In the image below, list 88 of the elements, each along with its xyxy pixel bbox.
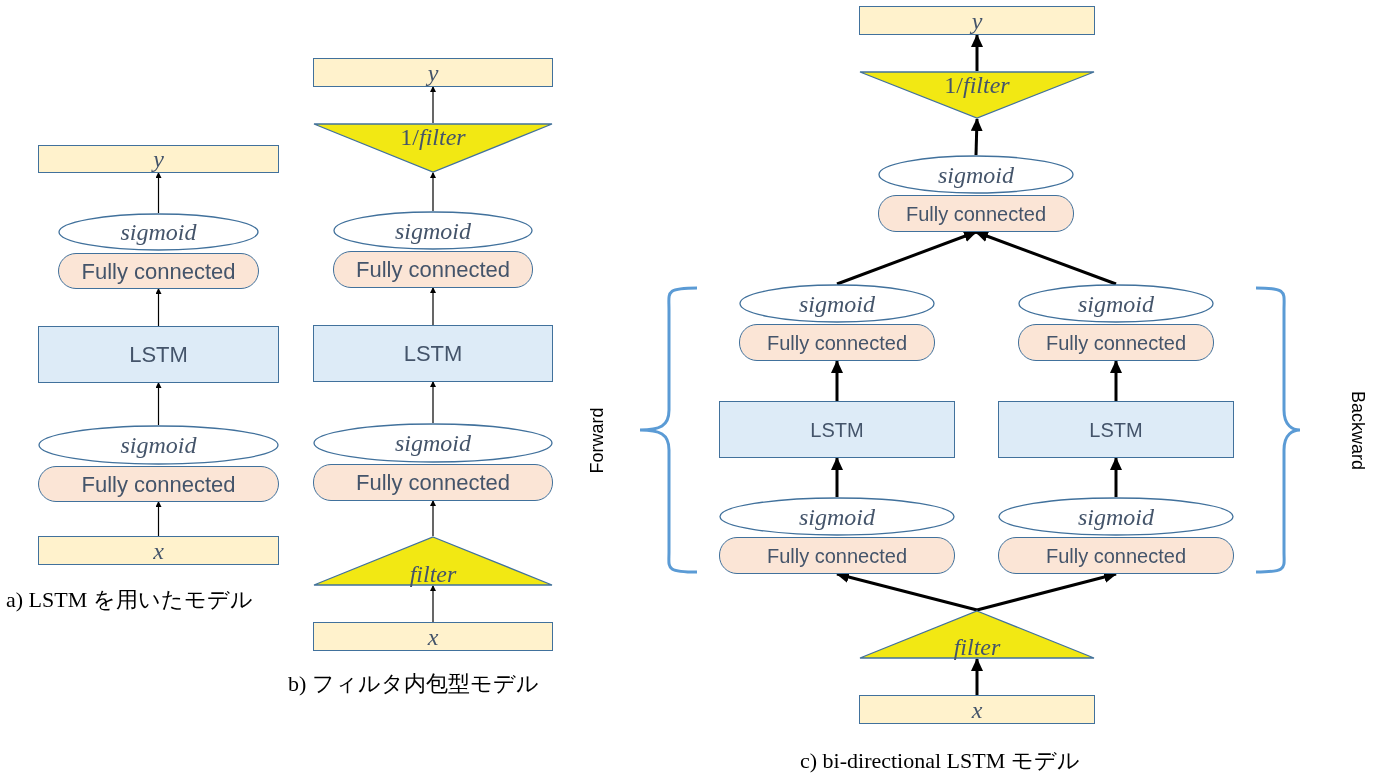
io-box [313, 58, 553, 87]
node-label: x [153, 538, 164, 563]
sigmoid-ellipse [38, 425, 279, 465]
io-box [38, 536, 279, 565]
node-label: filter [409, 562, 457, 586]
io-box [859, 6, 1095, 35]
arrow [975, 230, 1117, 286]
node-label: Fully connected [81, 257, 236, 286]
sigmoid-ellipse [333, 211, 533, 250]
layer-box [313, 464, 553, 501]
arrow [971, 658, 983, 695]
layer-box [58, 253, 259, 289]
io-box [38, 145, 279, 173]
sigmoid-ellipse [998, 497, 1234, 536]
node-label: Fully connected [355, 469, 511, 497]
arrow [155, 172, 162, 214]
caption: b) フィルタ内包型モデル [288, 670, 540, 698]
layer-box [878, 195, 1074, 232]
arrow [1110, 360, 1122, 401]
node-label: sigmoid [1078, 291, 1154, 316]
layer-box [333, 251, 533, 288]
arrow [1110, 457, 1122, 497]
sigmoid-ellipse [1018, 284, 1214, 323]
caption: c) bi-directional LSTM モデル [800, 747, 1081, 775]
arrow [155, 382, 162, 426]
arrow [971, 34, 983, 71]
node-label: Fully connected [905, 201, 1047, 227]
node-label: y [427, 60, 439, 85]
sigmoid-ellipse [313, 423, 553, 463]
node-label: Fully connected [766, 330, 908, 356]
node-label: LSTM [403, 340, 463, 368]
arrow [831, 457, 843, 497]
node-label: Fully connected [766, 543, 908, 569]
arrow [430, 585, 436, 623]
caption: a) LSTM を用いたモデル [6, 586, 254, 614]
sigmoid-ellipse [58, 213, 259, 251]
group-label: Forward [585, 406, 608, 476]
lstm-box [998, 401, 1234, 458]
node-label: Fully connected [355, 256, 511, 284]
node-label: x [971, 697, 983, 722]
sigmoid-ellipse [719, 497, 955, 536]
node-label: LSTM [810, 417, 864, 443]
node-label: LSTM [1089, 417, 1143, 443]
io-box [859, 695, 1095, 724]
sigmoid-ellipse [878, 155, 1074, 194]
arrow [970, 118, 983, 156]
arrow [155, 501, 162, 537]
filter-triangle [859, 610, 1095, 659]
layer-box [38, 466, 279, 502]
layer-box [1018, 324, 1214, 361]
lstm-box [38, 326, 279, 383]
sigmoid-ellipse [739, 284, 935, 323]
arrow [430, 172, 436, 212]
node-label: filter [953, 635, 1001, 659]
arrow [831, 360, 843, 401]
io-box [313, 622, 553, 651]
node-label: LSTM [129, 341, 188, 369]
arrow [430, 500, 436, 537]
node-label: sigmoid [395, 431, 471, 455]
node-label: x [427, 624, 439, 649]
node-label: 1/filter [944, 73, 1010, 97]
inverse-filter-triangle [313, 123, 553, 173]
layer-box [739, 324, 935, 361]
lstm-box [719, 401, 955, 458]
arrow [430, 287, 436, 326]
arrow [836, 230, 977, 286]
node-label: y [971, 8, 983, 33]
node-label: sigmoid [395, 218, 471, 243]
node-label: Fully connected [1045, 543, 1187, 569]
lstm-box [313, 325, 553, 382]
arrow [430, 86, 436, 124]
node-label: 1/filter [400, 125, 466, 149]
node-label: y [153, 147, 164, 171]
layer-box [719, 537, 955, 574]
node-label: Fully connected [1045, 330, 1187, 356]
inverse-filter-triangle [859, 71, 1095, 119]
arrow [155, 288, 162, 327]
node-label: sigmoid [799, 291, 875, 316]
node-label: sigmoid [938, 162, 1014, 187]
node-label: Fully connected [81, 470, 236, 499]
filter-triangle [313, 536, 553, 586]
layer-box [998, 537, 1234, 574]
arrow [430, 381, 436, 424]
node-label: sigmoid [799, 504, 875, 529]
node-label: sigmoid [1078, 504, 1154, 529]
node-label: sigmoid [120, 433, 197, 457]
group-label: Backward [1346, 390, 1369, 472]
node-label: sigmoid [120, 220, 197, 244]
